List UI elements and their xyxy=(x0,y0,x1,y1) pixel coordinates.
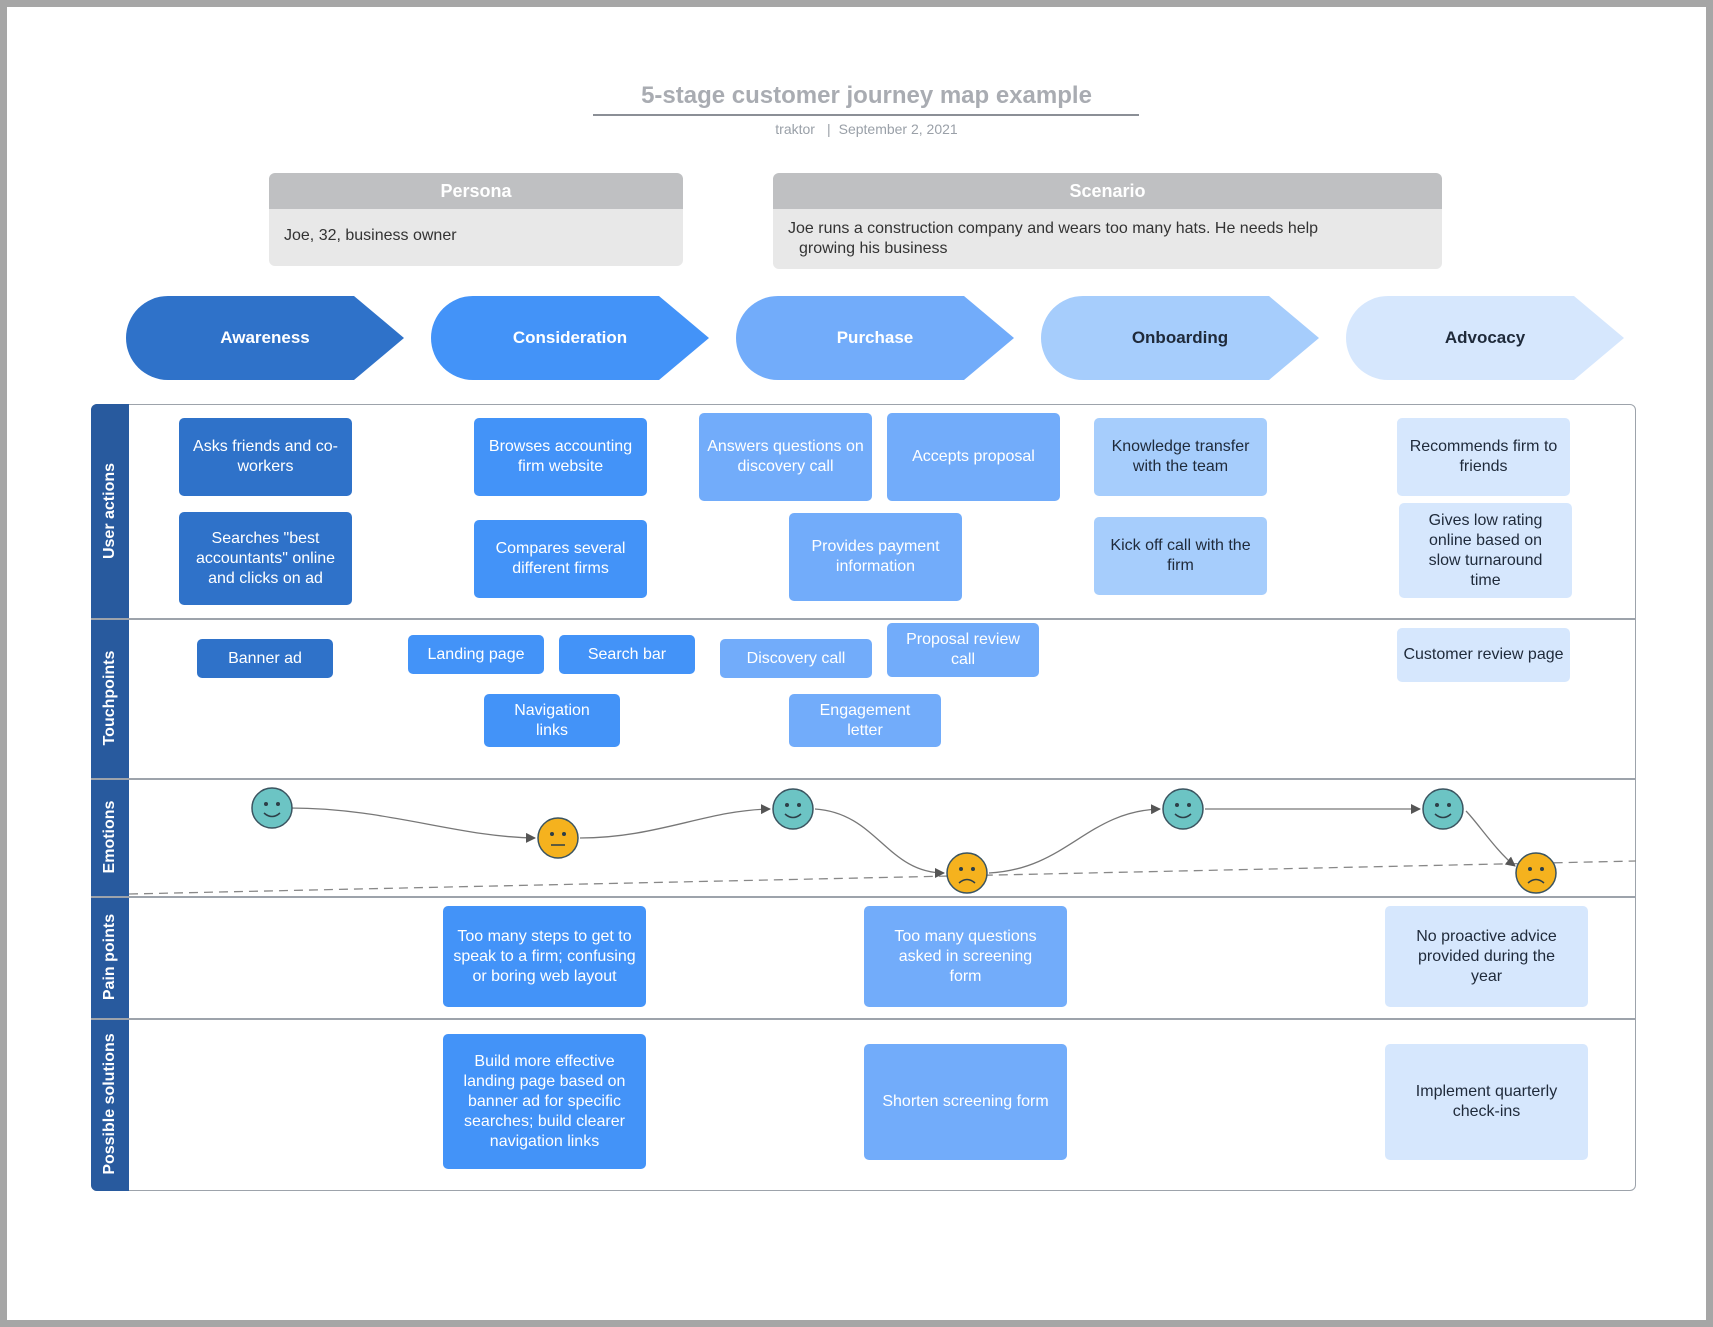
pain-point-consideration: Too many steps to get to speak to a firm… xyxy=(443,906,646,1007)
scenario-text: Joe runs a construction company and wear… xyxy=(773,209,1442,269)
happy-face-icon xyxy=(251,787,293,829)
sad-face-icon xyxy=(1515,852,1557,894)
touchpoint-engagement-letter: Engagement letter xyxy=(789,694,941,747)
emotion-connector xyxy=(988,804,1161,874)
touchpoint-search-bar: Search bar xyxy=(559,635,695,674)
action-purchase-2: Accepts proposal xyxy=(887,413,1060,501)
sad-face-icon xyxy=(946,852,988,894)
solution-purchase: Shorten screening form xyxy=(864,1044,1067,1160)
action-onboarding-2: Kick off call with the firm xyxy=(1094,517,1267,595)
action-consideration-2: Compares several different firms xyxy=(474,520,647,598)
stage-shape-onboarding xyxy=(1041,296,1319,380)
diagram-page: 5-stage customer journey map example tra… xyxy=(7,7,1706,1320)
action-awareness-2: Searches "best accountants" online and c… xyxy=(179,512,352,605)
stage-awareness: Awareness xyxy=(220,328,310,347)
lane-divider xyxy=(91,778,1636,780)
touchpoint-customer-review-page: Customer review page xyxy=(1397,628,1570,682)
scenario-line-2: growing his business xyxy=(799,240,948,257)
action-onboarding-1: Knowledge transfer with the team xyxy=(1094,418,1267,496)
persona-heading: Persona xyxy=(269,173,683,209)
emotion-connector xyxy=(289,807,536,843)
emotion-connector xyxy=(814,808,945,878)
page-title: 5-stage customer journey map example xyxy=(641,82,1092,109)
neutral-face-icon xyxy=(537,817,579,859)
stage-arrows xyxy=(126,296,1624,380)
action-purchase-1: Answers questions on discovery call xyxy=(699,413,872,501)
stage-consideration: Consideration xyxy=(512,328,628,347)
persona-text: Joe, 32, business owner xyxy=(269,209,683,266)
lane-label-bar xyxy=(91,404,129,1191)
touchpoint-proposal-review-call: Proposal review call xyxy=(887,623,1039,677)
emotion-connector xyxy=(579,804,771,839)
author-name: traktor xyxy=(775,121,815,137)
page-subtitle: traktor | September 2, 2021 xyxy=(594,121,1139,137)
emotions-curve xyxy=(128,787,1637,895)
lane-divider xyxy=(91,896,1636,898)
scenario-line-1: Joe runs a construction company and wear… xyxy=(788,220,1319,237)
baseline-dashed-line xyxy=(128,860,1637,895)
lane-divider xyxy=(91,618,1636,620)
stage-shape-purchase xyxy=(736,296,1014,380)
solution-advocacy: Implement quarterly check-ins xyxy=(1385,1044,1588,1160)
action-advocacy-1: Recommends firm to friends xyxy=(1397,418,1570,496)
touchpoint-navigation-links: Navigation links xyxy=(484,694,620,747)
stage-purchase: Purchase xyxy=(836,328,914,347)
stage-advocacy: Advocacy xyxy=(1444,328,1526,347)
action-advocacy-2: Gives low rating online based on slow tu… xyxy=(1399,503,1572,598)
touchpoint-banner-ad: Banner ad xyxy=(197,639,333,678)
subtitle-separator: | xyxy=(826,121,831,137)
action-purchase-3: Provides payment information xyxy=(789,513,962,601)
scenario-heading: Scenario xyxy=(773,173,1442,209)
stage-shape-consideration xyxy=(431,296,709,380)
emotion-connector xyxy=(1465,810,1516,867)
action-consideration-1: Browses accounting firm website xyxy=(474,418,647,496)
document-date: September 2, 2021 xyxy=(838,121,958,137)
happy-face-icon xyxy=(1422,788,1464,830)
action-awareness-1: Asks friends and co-workers xyxy=(179,418,352,496)
stage-onboarding: Onboarding xyxy=(1131,328,1229,347)
title-underline xyxy=(593,114,1139,116)
stage-shape-awareness xyxy=(126,296,404,380)
lane-divider xyxy=(91,1018,1636,1020)
pain-point-advocacy: No proactive advice provided during the … xyxy=(1385,906,1588,1007)
happy-face-icon xyxy=(772,788,814,830)
touchpoint-landing-page: Landing page xyxy=(408,635,544,674)
pain-point-purchase: Too many questions asked in screening fo… xyxy=(864,906,1067,1007)
touchpoint-discovery-call: Discovery call xyxy=(720,639,872,678)
solution-consideration: Build more effective landing page based … xyxy=(443,1034,646,1169)
happy-face-icon xyxy=(1162,788,1204,830)
stage-shape-advocacy xyxy=(1346,296,1624,380)
